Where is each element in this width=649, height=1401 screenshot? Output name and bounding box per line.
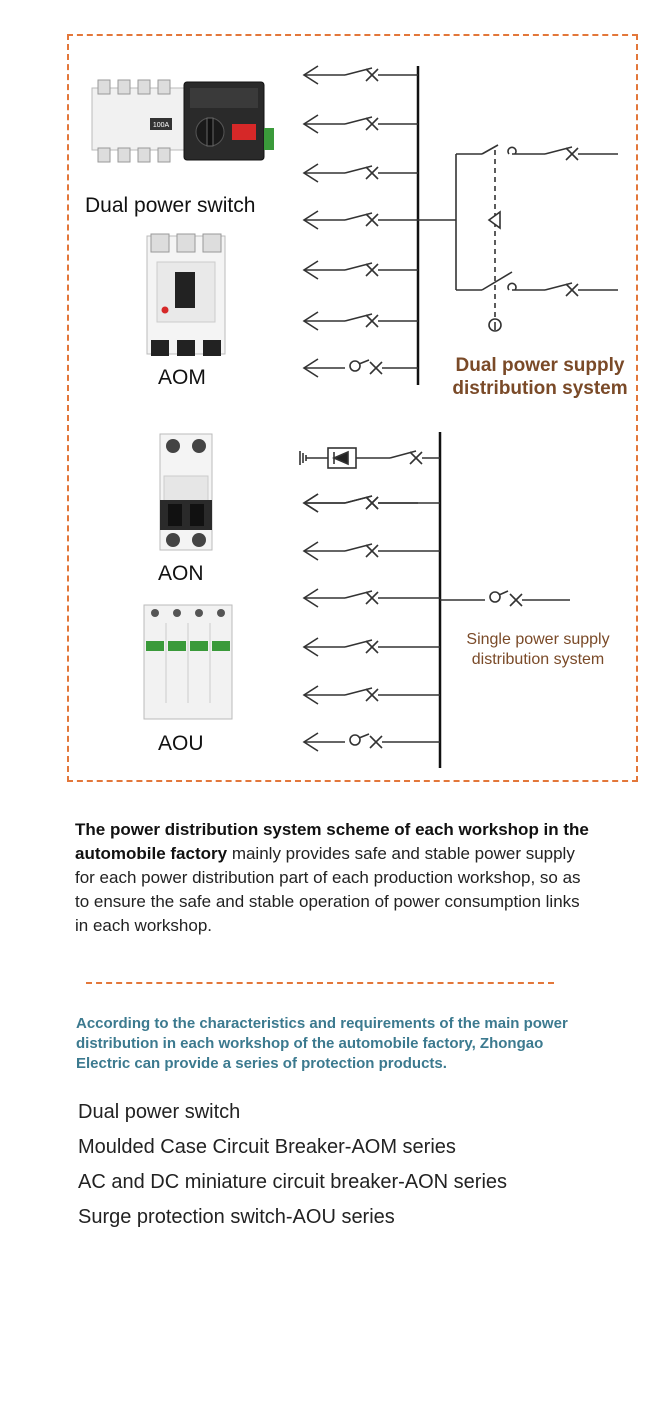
feeder-branch <box>303 210 419 230</box>
single-supply-incoming <box>440 590 570 607</box>
intro-text: According to the characteristics and req… <box>76 1015 568 1072</box>
transfer-switch <box>418 144 618 332</box>
dual-switch-badge: 100A <box>153 122 170 129</box>
dual-switch-label: Dual power switch <box>85 194 256 217</box>
single-system-label-line2: distribution system <box>471 651 605 668</box>
description-bold: The power distribution system scheme of … <box>75 820 589 863</box>
aom-image <box>146 233 226 356</box>
dual-system-label-line2: distribution system <box>452 378 628 399</box>
list-item: AC and DC miniature circuit breaker-AON … <box>78 1171 508 1193</box>
circuit-diagram <box>299 65 618 768</box>
aom-label: AOM <box>158 366 206 389</box>
description-paragraph: The power distribution system scheme of … <box>75 818 595 938</box>
single-system-label: Single power supply distribution system <box>440 630 636 670</box>
feeder-branch <box>303 114 419 134</box>
aou-label: AOU <box>158 732 204 755</box>
diode-branch <box>299 447 440 469</box>
list-item: Dual power switch <box>78 1101 241 1123</box>
feeder-branch <box>303 163 419 183</box>
single-system-label-line1: Single power supply <box>466 631 610 648</box>
feeder-branch <box>303 65 419 85</box>
aon-image <box>159 433 213 551</box>
dual-system-label: Dual power supply distribution system <box>440 354 640 400</box>
aou-image <box>143 604 233 720</box>
feeder-branch <box>303 260 419 280</box>
section-divider <box>86 982 554 984</box>
list-item: Moulded Case Circuit Breaker-AOM series <box>78 1136 456 1158</box>
list-item: Surge protection switch-AOU series <box>78 1206 395 1228</box>
diagram-frame <box>67 34 638 782</box>
product-list: Dual power switch Moulded Case Circuit B… <box>78 1095 507 1235</box>
description-rest: mainly provides safe and stable power su… <box>75 844 581 935</box>
feeder-branch <box>303 358 419 378</box>
dual-system-label-line1: Dual power supply <box>455 355 625 376</box>
single-feeders <box>303 493 419 752</box>
dual-power-switch-image: 100A <box>91 79 274 163</box>
feeder-branch <box>303 311 419 331</box>
aon-label: AON <box>158 562 204 585</box>
